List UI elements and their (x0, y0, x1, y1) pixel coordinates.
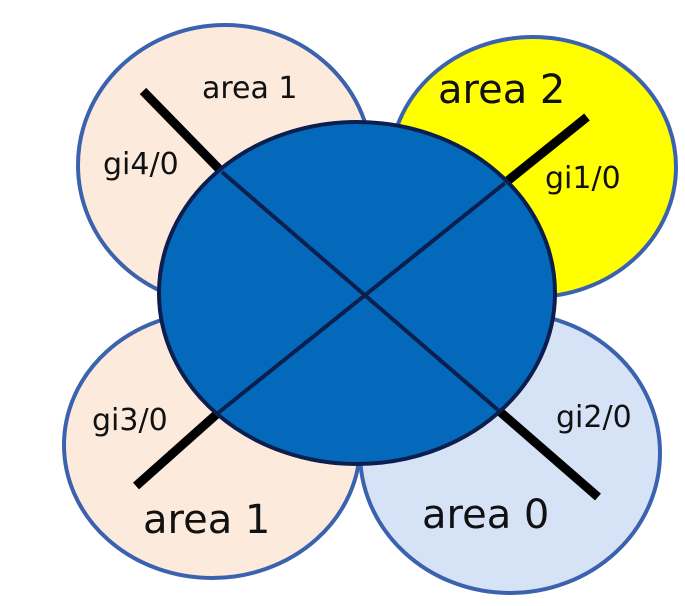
link-gi2-0 (495, 406, 601, 501)
router-cross-line-1 (220, 170, 500, 412)
link-gi4-0 (139, 87, 226, 176)
interface-label-gi4-0: gi4/0 (103, 147, 179, 182)
area-label-top-right: area 2 (438, 67, 565, 113)
interface-label-gi3-0: gi3/0 (92, 403, 168, 438)
interface-label-gi2-0: gi2/0 (556, 400, 632, 435)
area-label-top-left: area 1 (202, 71, 298, 106)
area-label-bottom-left: area 1 (143, 497, 270, 543)
link-gi1-0 (502, 113, 590, 187)
router-cross-line-2 (216, 181, 507, 415)
link-gi3-0 (133, 409, 221, 490)
area-label-bottom-right: area 0 (422, 492, 549, 538)
interface-label-gi1-0: gi1/0 (545, 161, 621, 196)
